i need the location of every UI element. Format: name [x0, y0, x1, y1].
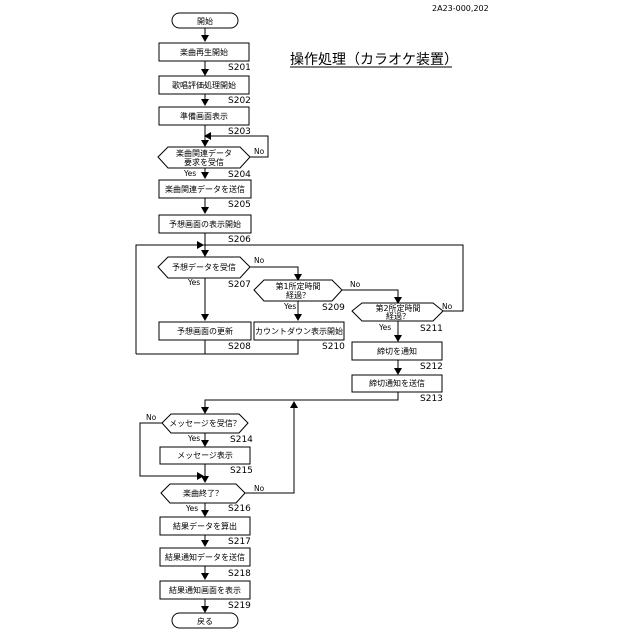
diagram-title: 操作処理（カラオケ装置）	[290, 52, 458, 68]
step-s201-text: 楽曲再生開始	[180, 47, 228, 57]
step-s201-label: S201	[228, 63, 251, 73]
step-s207-no-label: No	[254, 256, 265, 265]
step-s216-label: S216	[228, 504, 251, 514]
step-s208-label: S208	[228, 342, 251, 352]
step-s206-label: S206	[228, 235, 251, 245]
step-s217-text: 結果データを算出	[173, 521, 237, 531]
step-s213-text: 締切通知を送信	[369, 378, 425, 388]
step-s209-yes-label: Yes	[283, 302, 296, 311]
step-s209-no-label: No	[350, 280, 361, 289]
step-s215-label: S215	[230, 466, 253, 476]
step-s216-yes-label: Yes	[185, 504, 198, 513]
step-s216-text: 楽曲終了？	[183, 488, 223, 498]
step-s212-text: 締切を通知	[377, 346, 417, 356]
step-s202-label: S202	[228, 96, 251, 106]
step-s211-yes-label: Yes	[378, 323, 391, 332]
step-s203-label: S203	[228, 127, 251, 137]
step-s208-text: 予想画面の更新	[177, 326, 233, 336]
step-s214-label: S214	[230, 435, 253, 445]
step-s210-text: カウントダウン表示開始	[255, 326, 343, 336]
step-s204-text-line1: 楽曲関連データ	[176, 148, 232, 158]
step-s204-text-line2: 要求を受信	[184, 157, 224, 167]
step-s211-text-line2: 経過？	[386, 311, 410, 321]
connector-s210-loop	[205, 340, 298, 354]
step-s214-no-label: No	[146, 413, 157, 422]
step-s205-text: 楽曲関連データを送信	[165, 184, 245, 194]
step-s206-text: 予想画面の表示開始	[169, 219, 241, 229]
step-s207-yes-label: Yes	[187, 278, 200, 287]
step-s209-text-line2: 経過？	[286, 290, 310, 300]
step-s205-label: S205	[228, 200, 251, 210]
header-code: 2A23-000,202	[432, 4, 489, 13]
step-s219-text: 結果通知画面を表示	[169, 585, 241, 595]
step-s215-text: メッセージ表示	[177, 450, 233, 460]
start-terminal-label: 開始	[197, 16, 213, 26]
connector-s216-no-loop	[245, 402, 294, 493]
step-s202-text: 歌唱評価処理開始	[172, 80, 236, 90]
step-s210-label: S210	[322, 342, 345, 352]
connector-s208-loop	[136, 340, 205, 354]
connector-s213-s214	[205, 392, 398, 413]
connector-s209-s211	[342, 290, 398, 303]
step-s209-text-line1: 第1所定時間	[275, 281, 320, 291]
step-s214-yes-label: Yes	[187, 434, 200, 443]
step-s211-label: S211	[420, 324, 443, 334]
step-s211-no-label: No	[442, 302, 453, 311]
step-s219-label: S219	[228, 601, 251, 611]
step-s207-label: S207	[228, 280, 251, 290]
connector-s207-s209	[250, 267, 298, 280]
step-s203-text: 準備画面表示	[180, 111, 228, 121]
step-s214-text: メッセージを受信？	[169, 418, 241, 428]
step-s216-no-label: No	[254, 484, 265, 493]
step-s212-label: S212	[420, 362, 443, 372]
step-s204-no-label: No	[254, 147, 265, 156]
step-s204-yes-label: Yes	[183, 169, 196, 178]
step-s213-label: S213	[420, 394, 443, 404]
step-s218-text: 結果通知データを送信	[165, 552, 245, 562]
step-s207-text: 予想データを受信	[172, 262, 236, 272]
end-terminal-label: 戻る	[197, 616, 213, 626]
step-s209-label: S209	[322, 303, 345, 313]
step-s204-label: S204	[228, 170, 251, 180]
step-s218-label: S218	[228, 569, 251, 579]
step-s217-label: S217	[228, 537, 251, 547]
